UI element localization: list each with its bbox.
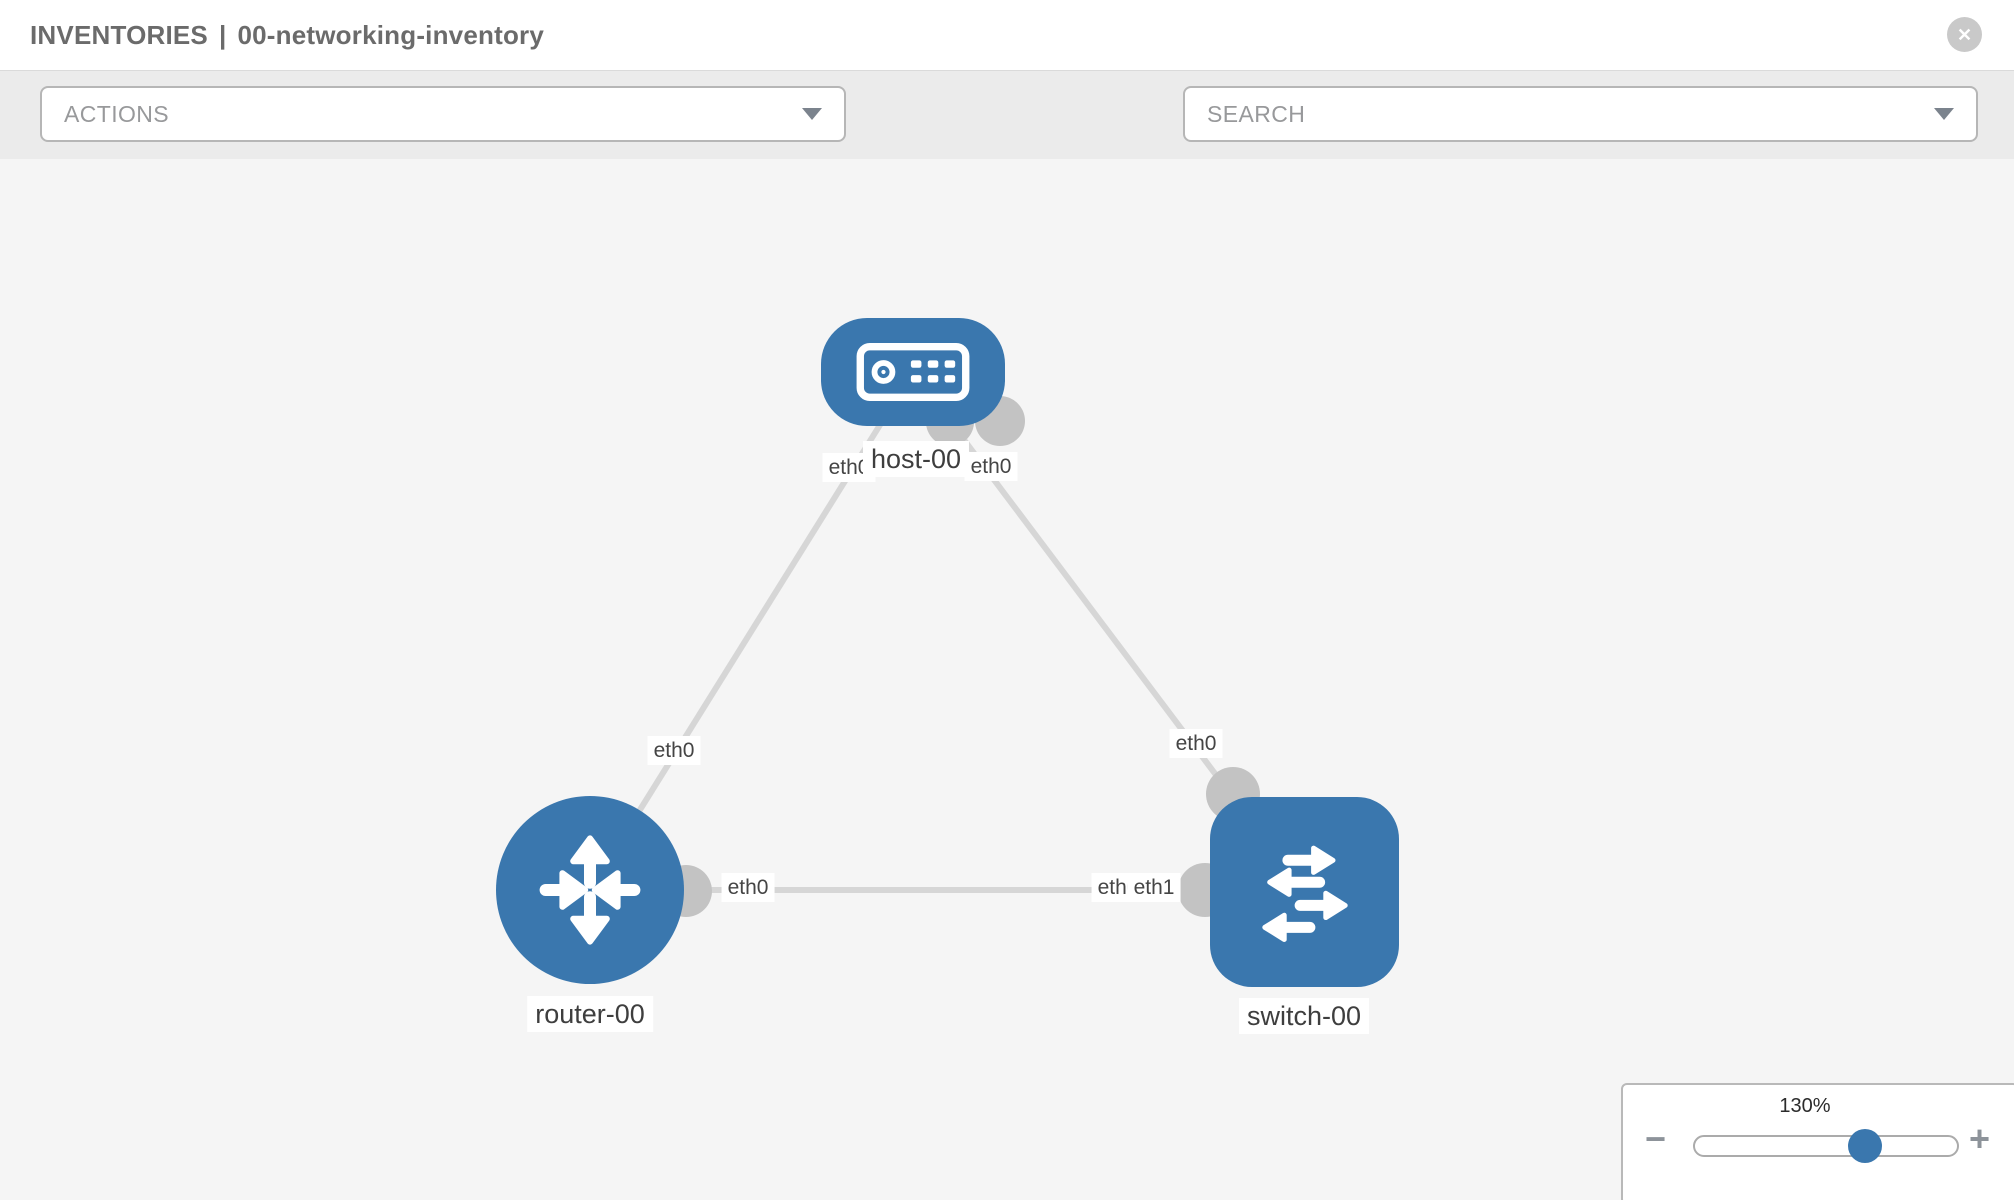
router-icon bbox=[539, 835, 641, 945]
chevron-down-icon bbox=[1934, 108, 1954, 120]
node-label-host: host-00 bbox=[862, 441, 970, 478]
search-placeholder: SEARCH bbox=[1207, 100, 1306, 127]
switch-icon bbox=[1261, 845, 1348, 943]
node-label-switch: switch-00 bbox=[1238, 998, 1370, 1035]
close-button[interactable]: ✕ bbox=[1947, 17, 1982, 52]
plus-icon: + bbox=[1969, 1118, 1991, 1159]
minus-icon: − bbox=[1645, 1118, 1667, 1159]
close-icon: ✕ bbox=[1956, 24, 1973, 45]
zoom-in-button[interactable]: + bbox=[1969, 1121, 1990, 1157]
zoom-slider[interactable] bbox=[1693, 1135, 1959, 1157]
node-label-router: router-00 bbox=[527, 996, 653, 1033]
interface-label-eth0: eth0 bbox=[964, 452, 1018, 482]
interface-label-eth0: eth0 bbox=[1169, 729, 1223, 759]
node-switch-00[interactable] bbox=[1210, 797, 1399, 987]
inventory-name: 00-networking-inventory bbox=[237, 19, 545, 50]
actions-dropdown-label: ACTIONS bbox=[64, 100, 170, 127]
search-dropdown[interactable]: SEARCH bbox=[1183, 86, 1978, 142]
interface-label-eth0: eth0 bbox=[721, 873, 775, 903]
topology-edges bbox=[587, 370, 1307, 917]
host-icon bbox=[856, 343, 970, 401]
chevron-down-icon bbox=[802, 108, 822, 120]
page-title: INVENTORIES | 00-networking-inventory bbox=[30, 20, 544, 51]
zoom-percent: 130% bbox=[1779, 1095, 1831, 1117]
topology-canvas[interactable]: host-00 router-00 switch-00 eth0 eth0 et… bbox=[0, 159, 2014, 1200]
node-host-00[interactable] bbox=[821, 318, 1005, 426]
zoom-out-button[interactable]: − bbox=[1645, 1121, 1666, 1157]
panel-header: INVENTORIES | 00-networking-inventory ✕ bbox=[0, 0, 2014, 70]
breadcrumb-section: INVENTORIES bbox=[30, 19, 208, 50]
zoom-slider-handle[interactable] bbox=[1848, 1129, 1882, 1163]
zoom-panel: 130% − + bbox=[1621, 1083, 2014, 1200]
interface-label-eth0: eth0 bbox=[647, 736, 701, 766]
interface-label-eth1: eth1 bbox=[1127, 873, 1181, 903]
toolbar: ACTIONS SEARCH bbox=[0, 70, 2014, 203]
breadcrumb-separator: | bbox=[218, 19, 227, 50]
actions-dropdown[interactable]: ACTIONS bbox=[40, 86, 846, 142]
node-router-00[interactable] bbox=[496, 796, 684, 984]
